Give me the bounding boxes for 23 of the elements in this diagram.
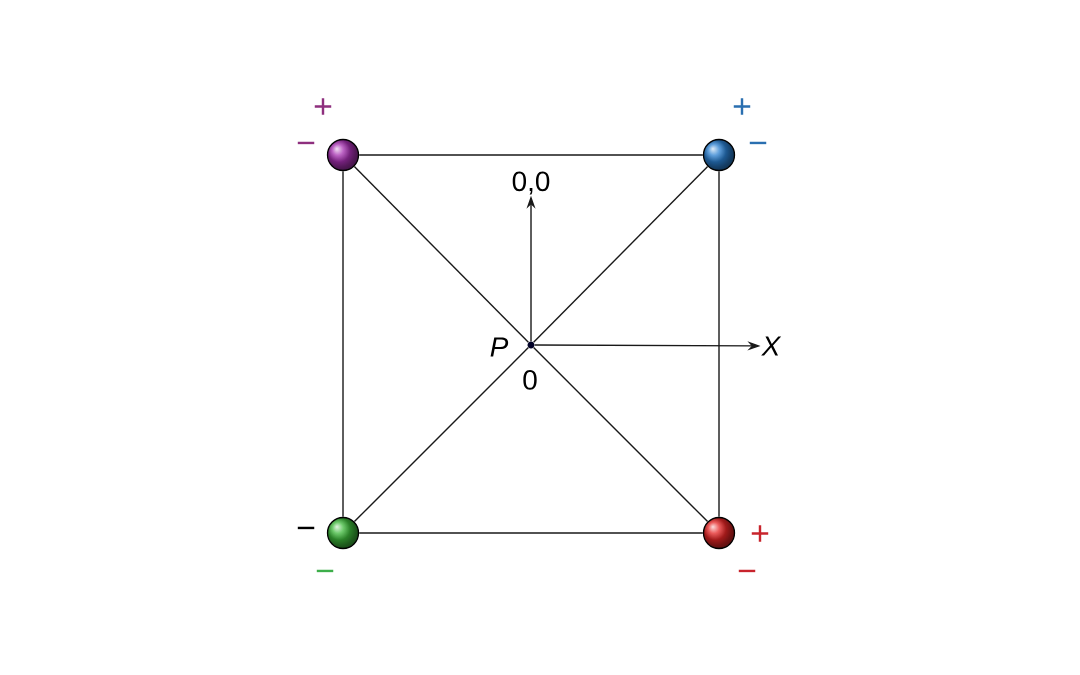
charge-sphere	[702, 516, 736, 550]
point-label: 0	[523, 370, 537, 390]
charge-sphere	[702, 138, 736, 172]
charge-sphere	[326, 138, 360, 172]
axis-label: X	[761, 336, 782, 356]
axis-label: 0,0	[512, 171, 550, 195]
connector-line	[353, 165, 530, 344]
charge-sign: +	[314, 98, 332, 115]
point-label: P	[490, 337, 509, 357]
connector-line	[718, 170, 720, 518]
charge-sign: −	[316, 569, 334, 573]
origin-point	[527, 341, 535, 349]
charge-sign: −	[297, 526, 315, 530]
charge-sign: +	[733, 98, 751, 115]
connector-line	[342, 170, 344, 518]
charge-sign: −	[738, 569, 756, 573]
connector-line	[358, 532, 704, 534]
connector-line	[353, 346, 530, 523]
connector-line	[532, 346, 709, 523]
connector-line	[532, 165, 709, 344]
charge-sphere	[326, 516, 360, 550]
charge-sign: +	[751, 525, 769, 542]
connector-line	[358, 154, 704, 156]
